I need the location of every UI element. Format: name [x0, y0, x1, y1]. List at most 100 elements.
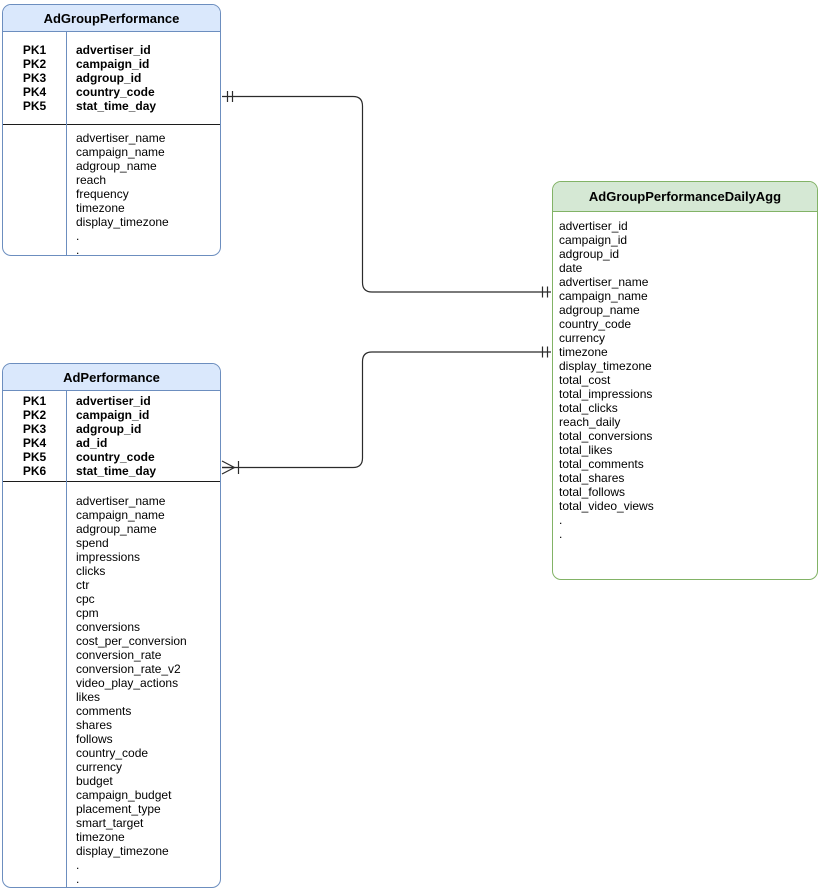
pk-label [3, 564, 66, 578]
attr-row: . [3, 872, 220, 886]
attr-row: comments [3, 704, 220, 718]
relationship-adperformance-dailyagg[interactable] [221, 346, 551, 475]
attr-field-name: . [76, 243, 80, 256]
attr-row: . [3, 858, 220, 872]
entity-adgroupperformancedailyagg[interactable]: AdGroupPerformanceDailyAgg advertiser_id… [552, 181, 818, 580]
attr-row: timezone [553, 345, 817, 359]
attr-row: placement_type [3, 802, 220, 816]
pk-label [3, 830, 66, 844]
attr-row: total_comments [553, 457, 817, 471]
attr-row: date [553, 261, 817, 275]
pk-label: PK1 [22, 394, 47, 408]
attr-field-name: spend [76, 536, 109, 550]
pk-label [3, 676, 66, 690]
attr-row: campaign_id [553, 233, 817, 247]
attr-field-name: . [76, 858, 80, 872]
pk-label [3, 187, 66, 201]
pk-label [3, 634, 66, 648]
attr-row: shares [3, 718, 220, 732]
entity-title: AdGroupPerformance [3, 5, 220, 32]
pk-label [3, 858, 66, 872]
pk-label: PK6 [22, 464, 47, 478]
attr-field-name: advertiser_id [559, 219, 628, 233]
attr-field-name: cpm [76, 606, 99, 620]
pk-field-name: country_code [76, 450, 155, 464]
attr-field-name: clicks [76, 564, 106, 578]
pk-label: PK5 [22, 450, 47, 464]
attr-field-name: campaign_name [76, 145, 165, 159]
attr-row: adgroup_name [553, 303, 817, 317]
attr-field-name: conversions [76, 620, 141, 634]
attr-row: total_cost [553, 373, 817, 387]
attr-row: . [3, 229, 220, 243]
attr-row: total_shares [553, 471, 817, 485]
attr-row: total_follows [553, 485, 817, 499]
pk-field-name: campaign_id [76, 57, 150, 71]
pk-label: PK4 [22, 85, 47, 99]
attr-row: spend [3, 536, 220, 550]
attr-row: campaign_budget [3, 788, 220, 802]
attr-row: reach_daily [553, 415, 817, 429]
pk-row: PK5 country_code [3, 450, 220, 464]
pk-label [3, 550, 66, 564]
attr-field-name: display_timezone [559, 359, 652, 373]
pk-label: PK3 [22, 71, 47, 85]
attr-field-name: follows [76, 732, 113, 746]
pk-label [3, 243, 66, 255]
attr-field-name: ctr [76, 578, 90, 592]
relationship-adgroupperformance-dailyagg[interactable] [222, 91, 551, 298]
attr-field-name: campaign_id [559, 233, 628, 247]
attr-row: total_conversions [553, 429, 817, 443]
attr-row: country_code [3, 746, 220, 760]
key-column-divider [66, 32, 67, 255]
attr-row: advertiser_name [553, 275, 817, 289]
attr-field-name: budget [76, 774, 113, 788]
pk-label [3, 173, 66, 187]
attr-field-name: likes [76, 690, 101, 704]
pk-field-name: country_code [76, 85, 155, 99]
attr-row: advertiser_id [553, 219, 817, 233]
attr-field-name: . [559, 527, 563, 541]
pk-label: PK1 [22, 43, 47, 57]
attr-field-name: impressions [76, 550, 141, 564]
attr-row: likes [3, 690, 220, 704]
attr-row: timezone [3, 201, 220, 215]
attr-row: conversion_rate [3, 648, 220, 662]
attr-row: conversion_rate_v2 [3, 662, 220, 676]
key-column-divider [66, 391, 67, 887]
attr-row: total_impressions [553, 387, 817, 401]
pk-label [3, 732, 66, 746]
attr-field-name: total_follows [559, 485, 626, 499]
attr-row: total_likes [553, 443, 817, 457]
attr-row: advertiser_name [3, 131, 220, 145]
attr-row: currency [553, 331, 817, 345]
relationship-line [222, 95, 551, 293]
pk-label [3, 774, 66, 788]
attr-row: campaign_name [3, 145, 220, 159]
attr-field-name: . [559, 513, 563, 527]
attr-row: cost_per_conversion [3, 634, 220, 648]
attr-field-name: timezone [76, 201, 125, 215]
attr-field-name: total_impressions [559, 387, 653, 401]
pk-field-name: stat_time_day [76, 464, 157, 478]
attr-field-name: advertiser_name [559, 275, 649, 289]
pk-field-name: ad_id [76, 436, 108, 450]
attr-row: cpc [3, 592, 220, 606]
attr-field-name: reach_daily [559, 415, 621, 429]
attr-field-name: adgroup_name [76, 159, 157, 173]
attr-field-name: advertiser_name [76, 131, 166, 145]
attr-field-name: frequency [76, 187, 129, 201]
pk-field-name: stat_time_day [76, 99, 157, 113]
pk-label [3, 648, 66, 662]
attr-row: . [3, 243, 220, 256]
